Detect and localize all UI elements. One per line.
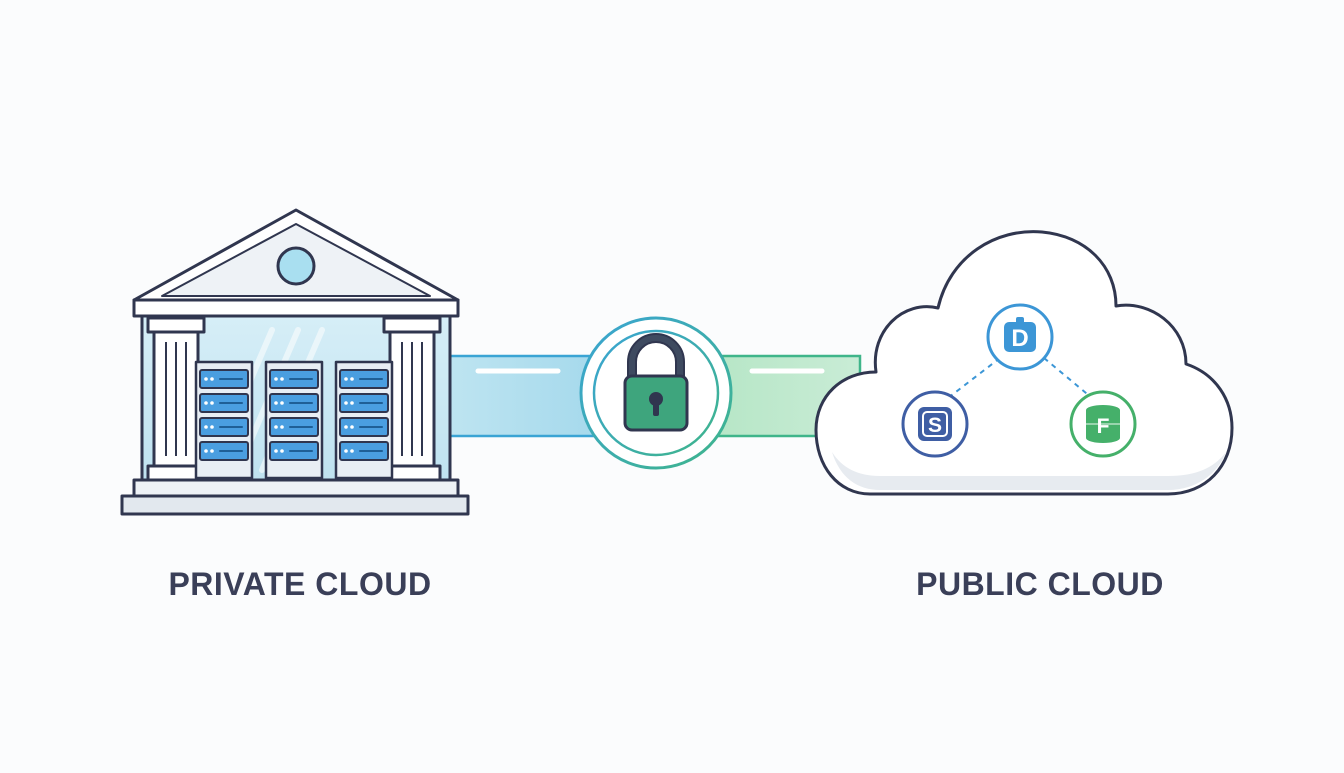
service-s-icon: S [901,390,969,458]
service-f-letter: F [1097,415,1110,438]
secure-connection [438,354,862,438]
padlock-icon [579,316,733,470]
private-cloud-label: PRIVATE CLOUD [168,566,432,602]
roof-emblem [276,246,316,286]
public-cloud: D S F [814,230,1234,496]
right-column [382,316,442,482]
service-d-icon: D [986,303,1054,371]
connection-pipe-left [438,354,602,438]
left-column [146,316,206,482]
private-cloud-building [120,208,470,516]
public-cloud-label: PUBLIC CLOUD [916,566,1164,602]
service-d-letter: D [1011,325,1028,352]
building-base [132,478,460,498]
service-f-icon: F [1069,390,1137,458]
service-s-letter: S [928,414,942,437]
